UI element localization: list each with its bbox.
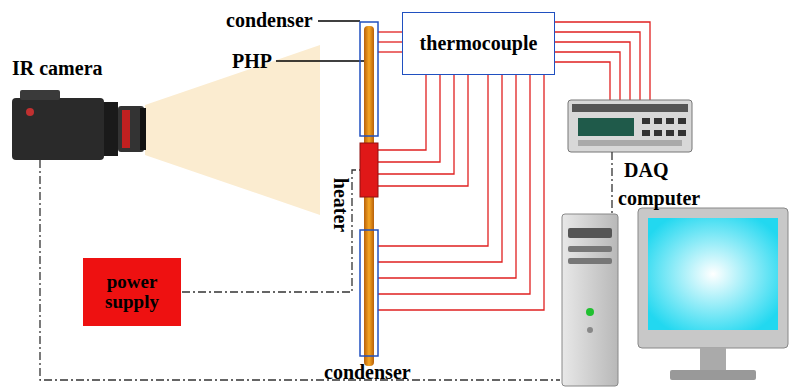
part-label: condenser (324, 362, 411, 382)
device-label: IR camera (12, 58, 103, 78)
thermocouple-box: thermocouple (402, 12, 555, 75)
camera-cable (40, 160, 560, 380)
daq-device (568, 100, 692, 152)
node-text: power supply (97, 272, 167, 312)
data-cable (611, 152, 612, 214)
ir-beam (145, 45, 320, 215)
part-label: PHP (232, 51, 272, 71)
ir-camera (12, 90, 146, 160)
node-text: thermocouple (420, 33, 538, 54)
device-label: computer (618, 188, 700, 208)
condenser-box (360, 22, 378, 136)
power-wire (182, 170, 360, 292)
leader-line (276, 60, 366, 62)
part-label: heater (331, 178, 351, 232)
condenser-box (360, 230, 378, 356)
power-supply-box: power supply (83, 258, 181, 326)
computer-monitor (638, 208, 788, 380)
part-label: condenser (226, 10, 313, 30)
heater-block (360, 143, 378, 197)
leader-line (318, 20, 360, 22)
device-label: DAQ (624, 160, 668, 180)
computer-tower (562, 214, 618, 386)
